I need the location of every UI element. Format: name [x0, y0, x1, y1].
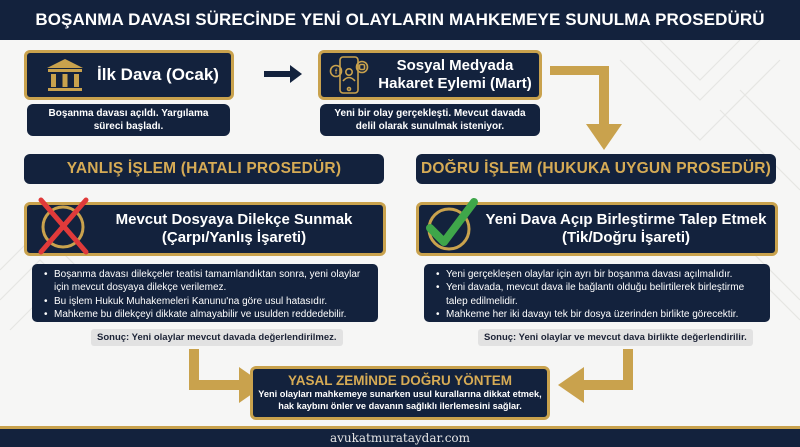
step2-title-line2: Hakaret Eylemi (Mart): [378, 75, 532, 92]
right-bullets-box: Yeni gerçekleşen olaylar için ayrı bir b…: [424, 264, 770, 322]
step2-title-line1: Sosyal Medyada: [396, 57, 514, 74]
conclusion-text-line2: hak kaybını önler ve davanın sağlıklı il…: [278, 400, 522, 411]
step2-description-text: Yeni bir olay gerçekleşti. Mevcut davada…: [334, 107, 526, 133]
wrong-title: Mevcut Dosyaya Dilekçe Sunmak (Çarpı/Yan…: [93, 211, 375, 247]
step2-title-box: f Sosyal Medyada Hakaret Eylemi (Mart): [318, 50, 542, 100]
right-title-line2: (Tik/Doğru İşareti): [561, 229, 691, 246]
right-section-header: DOĞRU İŞLEM (HUKUKA UYGUN PROSEDÜR): [416, 154, 776, 184]
conclusion-text-line1: Yeni olayları mahkemeye sunarken usul ku…: [258, 388, 542, 399]
page-title: BOŞANMA DAVASI SÜRECİNDE YENİ OLAYLARIN …: [0, 0, 800, 40]
wrong-bullets-box: Boşanma davası dilekçeler teatisi tamaml…: [32, 264, 378, 322]
wrong-title-line1: Mevcut Dosyaya Dilekçe Sunmak: [115, 211, 353, 228]
right-result: Sonuç: Yeni olaylar ve mevcut dava birli…: [478, 329, 753, 346]
green-check-icon: [426, 198, 478, 251]
step1-title-box: İlk Dava (Ocak): [24, 50, 234, 100]
step1-title: İlk Dava (Ocak): [97, 64, 219, 84]
red-x-icon: [38, 197, 89, 255]
footer-website[interactable]: avukatmurataydar.com: [0, 426, 800, 447]
arrow-down-right-icon: [550, 66, 622, 150]
step1-description: Boşanma davası açıldı. Yargılama süreci …: [27, 104, 230, 136]
wrong-bullet-3: Mahkeme bu dilekçeyi dikkate almayabilir…: [44, 308, 368, 322]
right-bullet-3: Mahkeme her iki davayı tek bir dosya üze…: [436, 308, 760, 322]
wrong-section-header: YANLIŞ İŞLEM (HATALI PROSEDÜR): [24, 154, 384, 184]
arrow-right-icon: [264, 65, 302, 83]
wrong-bullet-list: Boşanma davası dilekçeler teatisi tamaml…: [32, 264, 378, 326]
social-media-phone-icon: f: [329, 56, 369, 94]
right-bullet-1: Yeni gerçekleşen olaylar için ayrı bir b…: [436, 268, 760, 282]
right-title-box: Yeni Dava Açıp Birleştirme Talep Etmek (…: [416, 202, 778, 256]
right-bullet-list: Yeni gerçekleşen olaylar için ayrı bir b…: [424, 264, 770, 326]
wrong-bullet-1: Boşanma davası dilekçeler teatisi tamaml…: [44, 268, 368, 295]
svg-text:f: f: [335, 69, 338, 76]
right-bullet-2: Yeni davada, mevcut dava ile bağlantı ol…: [436, 281, 760, 308]
conclusion-box: YASAL ZEMİNDE DOĞRU YÖNTEM Yeni olayları…: [250, 366, 550, 420]
conclusion-title: YASAL ZEMİNDE DOĞRU YÖNTEM: [287, 373, 513, 389]
arrow-down-left-icon-right: [558, 349, 633, 403]
wrong-result: Sonuç: Yeni olaylar mevcut davada değerl…: [91, 329, 343, 346]
right-title: Yeni Dava Açıp Birleştirme Talep Etmek (…: [483, 211, 769, 247]
wrong-bullet-2: Bu işlem Hukuk Muhakemeleri Kanunu'na gö…: [44, 295, 368, 309]
courthouse-icon: [47, 59, 83, 91]
right-title-line1: Yeni Dava Açıp Birleştirme Talep Etmek: [485, 211, 767, 228]
wrong-title-line2: (Çarpı/Yanlış İşareti): [161, 229, 307, 246]
step2-description: Yeni bir olay gerçekleşti. Mevcut davada…: [320, 104, 540, 136]
step2-title: Sosyal Medyada Hakaret Eylemi (Mart): [377, 57, 533, 93]
